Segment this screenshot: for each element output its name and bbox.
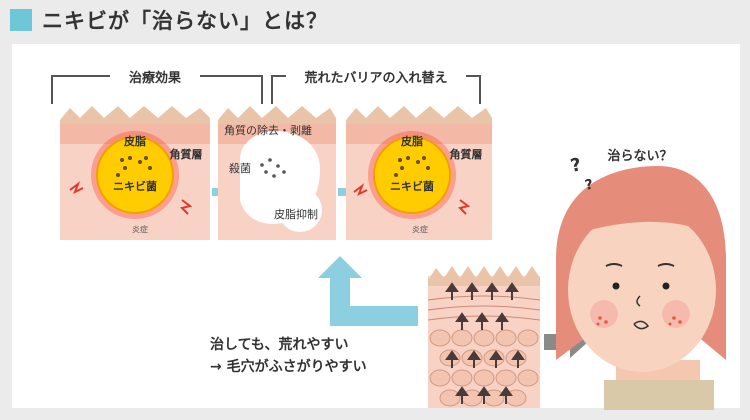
panel2-label-top: 角質の除去・剥離 [224, 123, 312, 137]
panel1-label-mid: ニキビ菌 [113, 179, 157, 193]
bracket-rough-barrier-label: 荒れたバリアの入れ替え [303, 70, 447, 86]
panel1-label-right: 角質層 [170, 147, 203, 161]
question-mark-1: ? [569, 154, 584, 177]
girl-speech: 治らない？ [607, 148, 672, 164]
bracket-treatment-label: 治療効果 [129, 70, 181, 86]
pimple-1 [96, 136, 174, 214]
face [568, 208, 716, 372]
return-arrow [318, 256, 418, 326]
header-bar: ニキビが「治らない」とは？ [0, 0, 750, 40]
header-accent-square [10, 9, 32, 31]
page-title: ニキビが「治らない」とは？ [42, 9, 328, 33]
girl-illustration [556, 166, 726, 410]
pimple-3 [373, 136, 451, 214]
panel2-label-bottom: 皮脂抑制 [274, 207, 318, 221]
caption: 治しても、荒れやすい → 毛穴がふさがりやすい [210, 334, 430, 378]
panel3-label-mid: ニキビ菌 [390, 179, 434, 193]
panel1-label-bottom: 炎症 [132, 224, 148, 234]
panel3-label-top: 皮脂 [400, 134, 423, 148]
caption-line-1: 治しても、荒れやすい [210, 337, 349, 353]
skin-cross-section [427, 266, 541, 408]
bracket-treatment [51, 75, 263, 104]
skin-panel-2 [218, 106, 336, 240]
panel2-label-left: 殺菌 [229, 161, 251, 175]
caption-line-2: → 毛穴がふさがりやすい [210, 359, 367, 375]
panel3-label-right: 角質層 [450, 147, 483, 161]
bracket-rough-barrier [271, 75, 481, 104]
question-mark-2: ? [584, 177, 595, 194]
skin-panel-3 [346, 106, 492, 240]
skin-panel-1 [60, 106, 210, 240]
panel1-label-top: 皮脂 [123, 134, 146, 148]
panel3-label-bottom: 炎症 [412, 224, 428, 234]
